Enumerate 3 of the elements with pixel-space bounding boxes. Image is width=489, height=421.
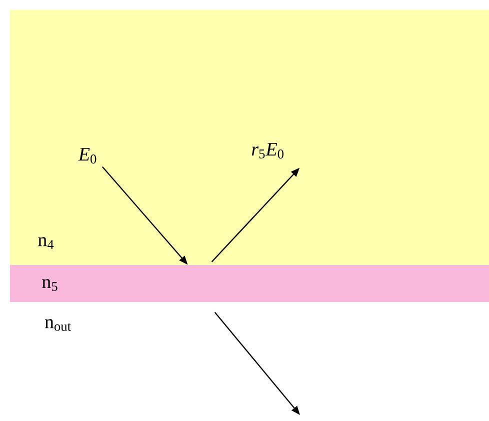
field-label: E$_{0}$ [78,148,96,164]
layer-band: n$_{5}$ [10,265,489,302]
field-label: r$_{5}$E$_{0}$ [252,143,284,159]
